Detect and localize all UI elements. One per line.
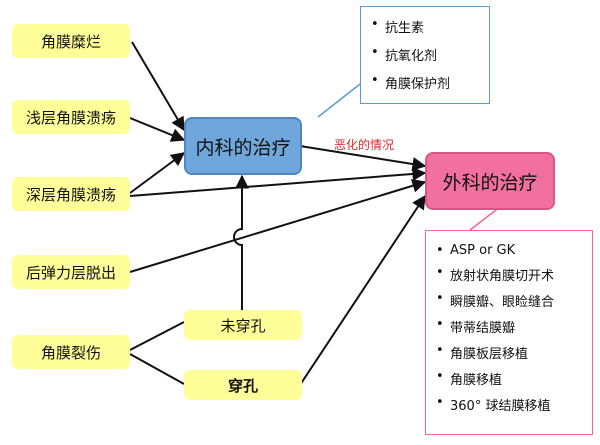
condition-corneal-erosion: 角膜糜烂 xyxy=(12,24,130,58)
surgical-options-list: ASP or GK 放射状角膜切开术 瞬膜瓣、眼睑缝合 带蒂结膜瓣 角膜板层移植… xyxy=(425,230,593,435)
surgical-option: 带蒂结膜瓣 xyxy=(436,317,582,336)
condition-corneal-laceration: 角膜裂伤 xyxy=(12,335,130,369)
surgical-option: ASP or GK xyxy=(436,243,582,258)
worsening-label: 恶化的情况 xyxy=(334,138,395,152)
surgical-option: 放射状角膜切开术 xyxy=(436,265,582,284)
condition-descemetocele: 后弹力层脱出 xyxy=(12,255,130,289)
medical-option: 抗氧化剂 xyxy=(371,45,479,64)
surgical-option: 角膜板层移植 xyxy=(436,343,582,362)
medical-option: 抗生素 xyxy=(371,17,479,36)
condition-superficial-ulcer: 浅层角膜溃疡 xyxy=(12,100,130,134)
condition-deep-ulcer: 深层角膜溃疡 xyxy=(12,177,130,211)
surgical-option: 瞬膜瓣、眼睑缝合 xyxy=(436,291,582,310)
surgical-option: 角膜移植 xyxy=(436,369,582,388)
perforated-box: 穿孔 xyxy=(184,370,302,400)
surgical-option: 360° 球结膜移植 xyxy=(436,395,582,414)
medical-treatment-box: 内科的治疗 xyxy=(184,117,302,175)
medical-option: 角膜保护剂 xyxy=(371,73,479,92)
surgical-treatment-box: 外科的治疗 xyxy=(425,152,555,210)
non-perforated-box: 未穿孔 xyxy=(184,310,302,340)
medical-options-list: 抗生素 抗氧化剂 角膜保护剂 xyxy=(360,6,490,104)
